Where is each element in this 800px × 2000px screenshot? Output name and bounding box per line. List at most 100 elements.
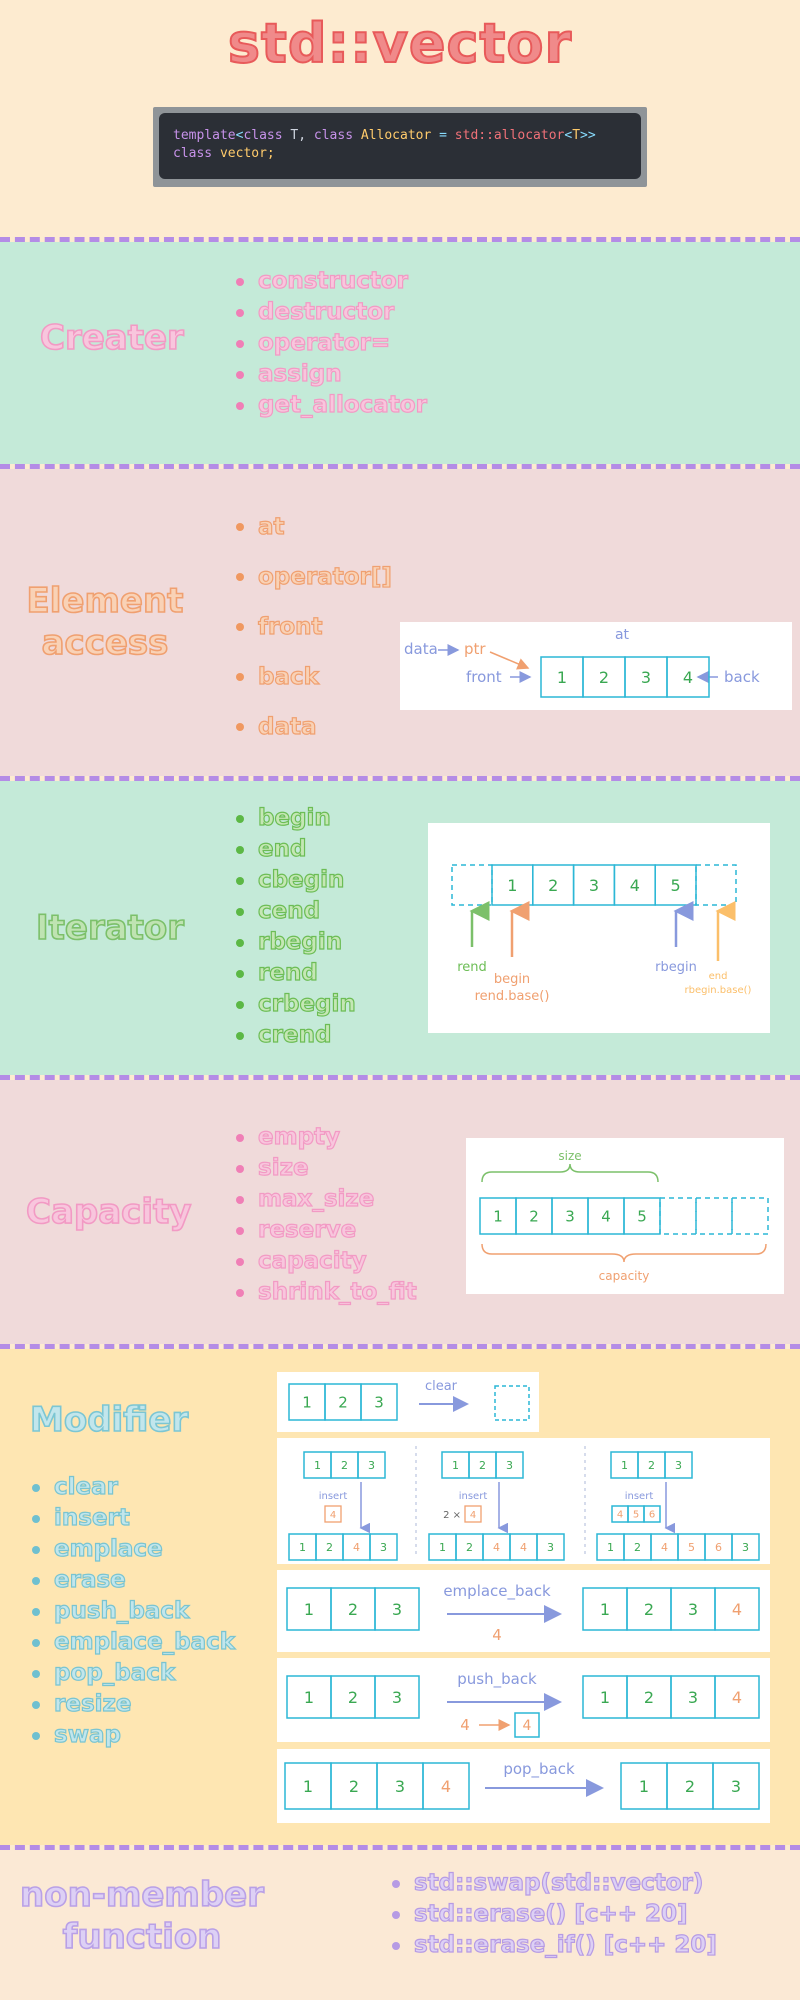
list-item: pop_back xyxy=(30,1658,235,1689)
cell-value: 3 xyxy=(565,1207,575,1225)
list-item: clear xyxy=(30,1472,235,1503)
list-item: cend xyxy=(234,896,356,927)
list-item: std::swap(std::vector) xyxy=(390,1868,717,1899)
list-item: operator= xyxy=(234,328,427,359)
rend-base-label: rend.base() xyxy=(475,989,550,1004)
element-access-list: at operator[] front back data xyxy=(234,502,392,752)
cell-value: 1 xyxy=(302,1393,312,1411)
cell-value: 1 xyxy=(452,1459,459,1472)
cell-value: 3 xyxy=(380,1541,387,1554)
section-divider xyxy=(0,776,800,781)
cell-value: 2 xyxy=(685,1777,695,1796)
push-back-boxed-value: 4 xyxy=(523,1718,532,1734)
cell-value: 2 xyxy=(326,1541,333,1554)
list-item: crbegin xyxy=(234,989,356,1020)
rbegin-label: rbegin xyxy=(655,960,697,975)
cell-value: 2 xyxy=(644,1688,654,1707)
cell-value: 4 xyxy=(732,1688,742,1707)
list-item: assign xyxy=(234,359,427,390)
cell-value: 4 xyxy=(601,1207,611,1225)
cell-value: 1 xyxy=(557,668,567,687)
cell-value: 1 xyxy=(639,1777,649,1796)
cell-value: 6 xyxy=(649,1510,655,1521)
data-label: data xyxy=(404,640,438,658)
rbegin-base-label: rbegin.base() xyxy=(685,985,752,996)
insert-value: 4 xyxy=(330,1510,336,1521)
size-label: size xyxy=(558,1149,581,1163)
list-item: front xyxy=(234,602,392,652)
cell-value: 2 xyxy=(529,1207,539,1225)
list-item: constructor xyxy=(234,266,427,297)
begin-label: begin xyxy=(494,972,530,987)
clear-diagram: 1 2 3 clear xyxy=(277,1372,539,1432)
cell-value: 4 xyxy=(520,1541,527,1554)
insert-count: 2 × xyxy=(443,1510,461,1521)
section-divider xyxy=(0,237,800,242)
list-item: emplace xyxy=(30,1534,235,1565)
page-title: std::vector xyxy=(227,11,573,76)
list-item: insert xyxy=(30,1503,235,1534)
push-back-label: push_back xyxy=(457,1670,537,1689)
list-item: erase xyxy=(30,1565,235,1596)
insert-label: insert xyxy=(625,1491,654,1502)
code-block: template<class T, class Allocator = std:… xyxy=(159,113,641,179)
cell-value: 4 xyxy=(353,1541,360,1554)
modifier-list: clear insert emplace erase push_back emp… xyxy=(30,1472,236,1751)
cell-value: 4 xyxy=(617,1510,623,1521)
cell-value: 1 xyxy=(607,1541,614,1554)
cell-box xyxy=(714,1587,760,1631)
cell-value: 4 xyxy=(441,1777,451,1796)
cell-box xyxy=(664,1451,693,1479)
cell-value: 3 xyxy=(395,1777,405,1796)
cell-value: 2 xyxy=(548,876,558,895)
list-item: std::erase_if() [c++ 20] xyxy=(390,1930,718,1961)
cell-value: 2 xyxy=(648,1459,655,1472)
cell-box xyxy=(374,1675,420,1719)
cell-value: 5 xyxy=(637,1207,647,1225)
clear-label: clear xyxy=(425,1379,458,1394)
capacity-title: Capacity xyxy=(25,1191,192,1233)
section-divider xyxy=(0,1344,800,1349)
list-item: swap xyxy=(30,1720,235,1751)
pop-back-label: pop_back xyxy=(503,1760,575,1779)
insert-label: insert xyxy=(459,1491,488,1502)
list-item: max_size xyxy=(234,1184,417,1215)
iterator-list: begin end cbegin cend rbegin rend crbegi… xyxy=(234,803,356,1051)
back-label: back xyxy=(724,668,760,686)
cell-value: 2 xyxy=(348,1600,358,1619)
cell-value: 3 xyxy=(731,1777,741,1796)
list-item: size xyxy=(234,1153,417,1184)
cell-value: 5 xyxy=(633,1510,639,1521)
push-back-value: 4 xyxy=(460,1716,470,1734)
list-item: back xyxy=(234,652,392,702)
front-label: front xyxy=(466,668,502,686)
cell-value: 2 xyxy=(479,1459,486,1472)
rend-label: rend xyxy=(457,960,487,975)
list-item: rend xyxy=(234,958,356,989)
list-item: push_back xyxy=(30,1596,235,1627)
creater-list: constructor destructor operator= assign … xyxy=(234,266,428,421)
list-item: crend xyxy=(234,1020,356,1051)
cell-box xyxy=(731,1533,760,1561)
cell-value: 1 xyxy=(600,1600,610,1619)
cell-value: 1 xyxy=(303,1777,313,1796)
cell-value: 2 xyxy=(349,1777,359,1796)
cell-box xyxy=(374,1587,420,1631)
cell-value: 2 xyxy=(348,1688,358,1707)
emplace-back-value: 4 xyxy=(492,1626,502,1644)
section-divider xyxy=(0,1075,800,1080)
cell-value: 1 xyxy=(439,1541,446,1554)
cell-value: 6 xyxy=(715,1541,722,1554)
ptr-label: ptr xyxy=(464,640,486,658)
cell-value: 1 xyxy=(304,1600,314,1619)
list-item: emplace_back xyxy=(30,1627,236,1658)
cell-value: 4 xyxy=(630,876,640,895)
cell-value: 1 xyxy=(600,1688,610,1707)
cell-box xyxy=(666,656,710,698)
cell-value: 2 xyxy=(338,1393,348,1411)
cell-value: 3 xyxy=(374,1393,384,1411)
